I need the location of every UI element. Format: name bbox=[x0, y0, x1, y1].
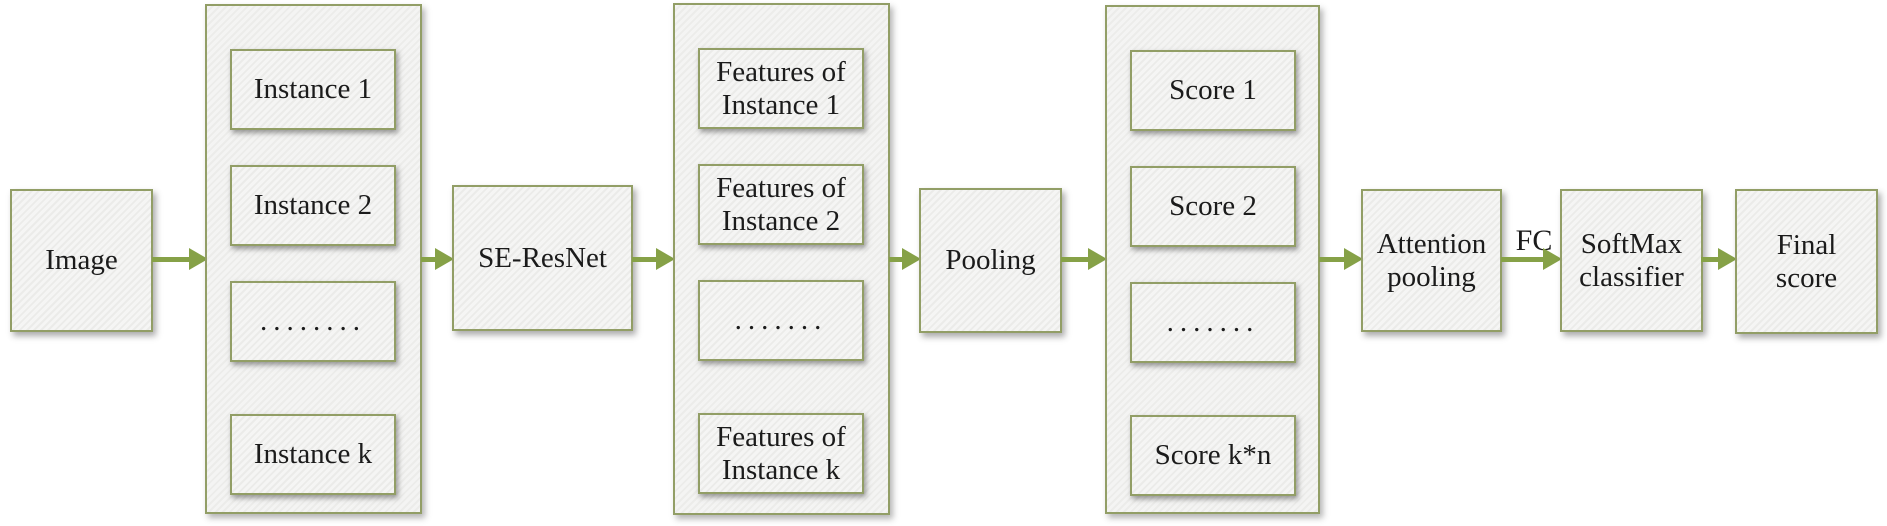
instance-1-node: Instance 1 bbox=[230, 49, 396, 130]
arrow-pooling-to-scores bbox=[1061, 248, 1107, 271]
arrow-shaft bbox=[152, 257, 193, 262]
arrow-attention-to-softmax bbox=[1501, 248, 1562, 271]
arrowhead-icon bbox=[1344, 248, 1363, 270]
arrowhead-icon bbox=[435, 248, 454, 270]
instances-ellipsis-node: ........ bbox=[230, 281, 396, 362]
arrow-shaft bbox=[1319, 257, 1348, 262]
instances-group: Instance 1 Instance 2 ........ Instance … bbox=[205, 4, 422, 514]
score-2-node: Score 2 bbox=[1130, 166, 1296, 247]
features-ellipsis-node: ....... bbox=[698, 280, 864, 361]
arrow-shaft bbox=[1061, 257, 1092, 262]
arrow-scores-to-attention bbox=[1319, 248, 1363, 271]
softmax-classifier-node: SoftMax classifier bbox=[1560, 189, 1703, 332]
arrow-shaft bbox=[1701, 257, 1722, 262]
arrow-shaft bbox=[421, 257, 439, 262]
arrow-image-to-instances bbox=[152, 248, 208, 271]
instance-k-node: Instance k bbox=[230, 414, 396, 495]
arrow-softmax-to-final bbox=[1701, 248, 1737, 271]
arrowhead-icon bbox=[656, 248, 675, 270]
arrowhead-icon bbox=[1543, 248, 1562, 270]
arrow-features-to-pooling bbox=[889, 248, 921, 271]
arrow-shaft bbox=[889, 257, 906, 262]
scores-ellipsis-node: ....... bbox=[1130, 282, 1296, 363]
se-resnet-node: SE-ResNet bbox=[452, 185, 633, 331]
scores-group: Score 1 Score 2 ....... Score k*n bbox=[1105, 5, 1320, 514]
arrow-shaft bbox=[1501, 257, 1547, 262]
features-group: Features of Instance 1 Features of Insta… bbox=[673, 3, 890, 515]
score-1-node: Score 1 bbox=[1130, 50, 1296, 131]
features-instance-k-node: Features of Instance k bbox=[698, 413, 864, 494]
instance-2-node: Instance 2 bbox=[230, 165, 396, 246]
arrowhead-icon bbox=[1718, 248, 1737, 270]
arrowhead-icon bbox=[189, 248, 208, 270]
pooling-node: Pooling bbox=[919, 188, 1062, 333]
final-score-node: Final score bbox=[1735, 189, 1878, 334]
arrow-instances-to-seresnet bbox=[421, 248, 454, 271]
arrowhead-icon bbox=[1088, 248, 1107, 270]
score-kn-node: Score k*n bbox=[1130, 415, 1296, 496]
features-instance-2-node: Features of Instance 2 bbox=[698, 164, 864, 245]
features-instance-1-node: Features of Instance 1 bbox=[698, 48, 864, 129]
arrow-seresnet-to-features bbox=[632, 248, 675, 271]
attention-pooling-node: Attention pooling bbox=[1361, 189, 1502, 332]
image-node: Image bbox=[10, 189, 153, 332]
arrow-shaft bbox=[632, 257, 660, 262]
arrowhead-icon bbox=[902, 248, 921, 270]
